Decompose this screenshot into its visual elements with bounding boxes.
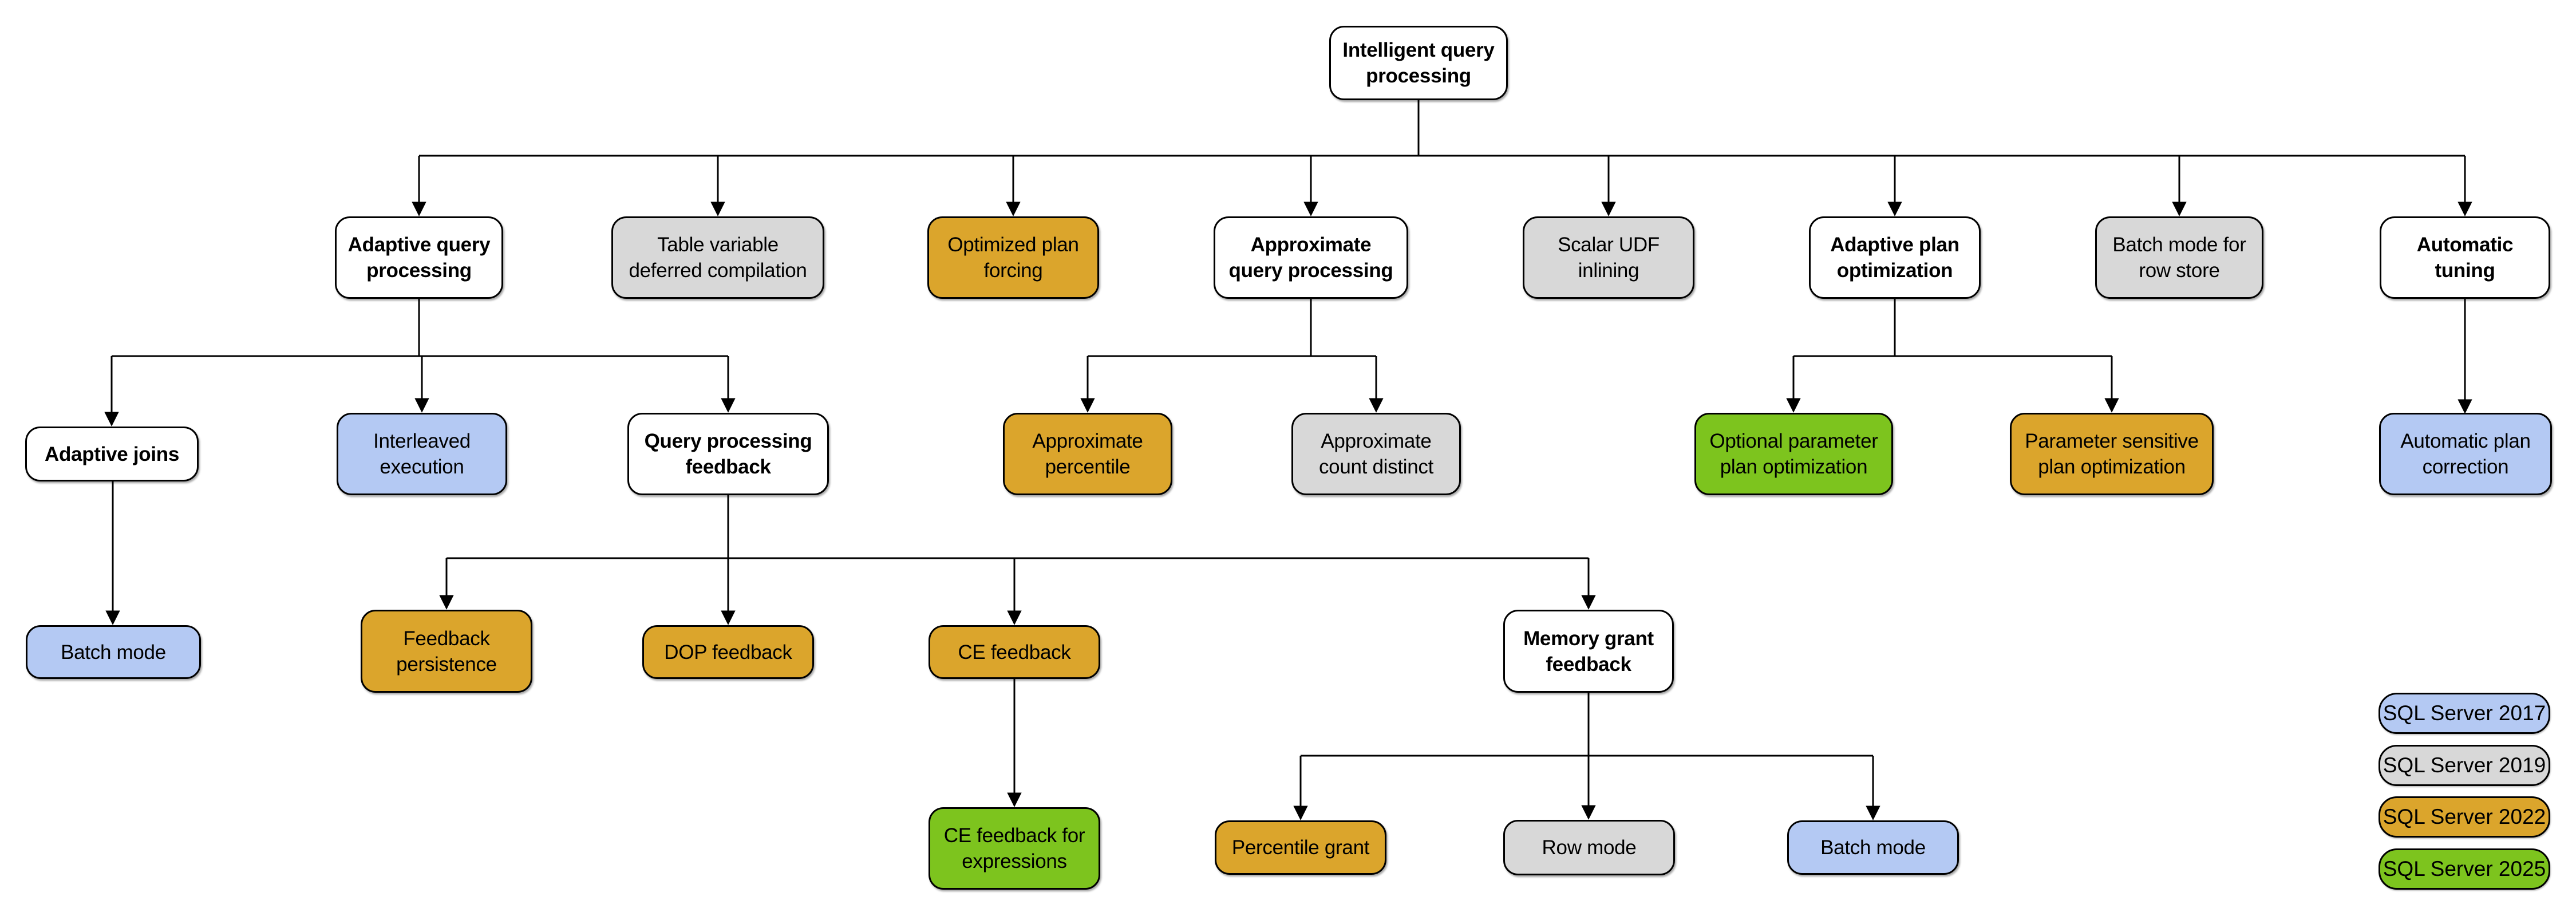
node-automatic-tuning: Automatic tuning bbox=[2380, 216, 2550, 299]
legend-sql-server-2017: SQL Server 2017 bbox=[2379, 693, 2550, 734]
node-label: Automatic tuning bbox=[2416, 234, 2514, 282]
node-label: CE feedback bbox=[958, 641, 1071, 664]
node-adaptive-joins: Adaptive joins bbox=[25, 427, 199, 481]
node-intelligent-query-processing: Intelligent query processing bbox=[1329, 26, 1508, 100]
node-approximate-count-distinct: Approximate count distinct bbox=[1291, 413, 1461, 495]
node-label: Memory grant feedback bbox=[1523, 627, 1654, 676]
node-batch-mode-memory-grant: Batch mode bbox=[1787, 820, 1959, 875]
node-label: Adaptive joins bbox=[44, 443, 179, 465]
node-label: Adaptive plan optimization bbox=[1830, 234, 1959, 282]
legend-sql-server-2019: SQL Server 2019 bbox=[2379, 745, 2550, 786]
node-row-mode: Row mode bbox=[1503, 820, 1675, 875]
node-adaptive-query-processing: Adaptive query processing bbox=[335, 216, 503, 299]
node-interleaved-execution: Interleaved execution bbox=[337, 413, 507, 495]
node-approximate-percentile: Approximate percentile bbox=[1003, 413, 1172, 495]
node-label: Optional parameter plan optimization bbox=[1709, 430, 1878, 478]
node-dop-feedback: DOP feedback bbox=[642, 625, 814, 679]
node-ce-feedback-for-expressions: CE feedback for expressions bbox=[929, 807, 1100, 890]
legend-label: SQL Server 2019 bbox=[2383, 753, 2546, 777]
node-optimized-plan-forcing: Optimized plan forcing bbox=[927, 216, 1099, 299]
node-feedback-persistence: Feedback persistence bbox=[361, 610, 532, 693]
node-optional-parameter-plan-optimization: Optional parameter plan optimization bbox=[1694, 413, 1893, 495]
node-label: Adaptive query processing bbox=[347, 234, 491, 282]
node-label: Interleaved execution bbox=[373, 430, 471, 478]
node-adaptive-plan-optimization: Adaptive plan optimization bbox=[1809, 216, 1981, 299]
node-label: Approximate count distinct bbox=[1318, 430, 1434, 478]
node-label: Table variable deferred compilation bbox=[629, 234, 807, 282]
node-label: Approximate percentile bbox=[1032, 430, 1143, 478]
legend-sql-server-2022: SQL Server 2022 bbox=[2379, 796, 2550, 838]
node-approximate-query-processing: Approximate query processing bbox=[1214, 216, 1408, 299]
node-label: Approximate query processing bbox=[1228, 234, 1393, 282]
legend-label: SQL Server 2022 bbox=[2383, 805, 2546, 828]
node-label: Intelligent query processing bbox=[1342, 39, 1495, 87]
node-memory-grant-feedback: Memory grant feedback bbox=[1503, 610, 1674, 693]
node-label: Batch mode bbox=[61, 641, 166, 664]
node-label: Feedback persistence bbox=[396, 627, 497, 676]
node-label: Automatic plan correction bbox=[2400, 430, 2531, 478]
node-label: CE feedback for expressions bbox=[943, 824, 1085, 872]
legend-label: SQL Server 2017 bbox=[2383, 701, 2546, 725]
node-label: Row mode bbox=[1542, 836, 1637, 859]
node-batch-mode-for-row-store: Batch mode for row store bbox=[2095, 216, 2263, 299]
node-label: Percentile grant bbox=[1231, 836, 1370, 859]
node-percentile-grant: Percentile grant bbox=[1215, 820, 1386, 875]
node-label: Scalar UDF inlining bbox=[1558, 234, 1660, 282]
node-parameter-sensitive-plan-optimization: Parameter sensitive plan optimization bbox=[2010, 413, 2214, 495]
node-query-processing-feedback: Query processing feedback bbox=[627, 413, 829, 495]
node-label: Batch mode for row store bbox=[2112, 234, 2246, 282]
node-label: Batch mode bbox=[1820, 836, 1926, 859]
legend-sql-server-2025: SQL Server 2025 bbox=[2379, 848, 2550, 890]
node-automatic-plan-correction: Automatic plan correction bbox=[2379, 413, 2552, 495]
node-label: Optimized plan forcing bbox=[947, 234, 1079, 282]
node-scalar-udf-inlining: Scalar UDF inlining bbox=[1523, 216, 1694, 299]
node-label: DOP feedback bbox=[664, 641, 792, 664]
legend-label: SQL Server 2025 bbox=[2383, 857, 2546, 881]
node-label: Query processing feedback bbox=[644, 430, 812, 478]
node-table-variable-deferred-compilation: Table variable deferred compilation bbox=[611, 216, 824, 299]
node-label: Parameter sensitive plan optimization bbox=[2025, 430, 2199, 478]
node-batch-mode-adaptive-joins: Batch mode bbox=[26, 625, 201, 679]
node-ce-feedback: CE feedback bbox=[929, 625, 1100, 679]
